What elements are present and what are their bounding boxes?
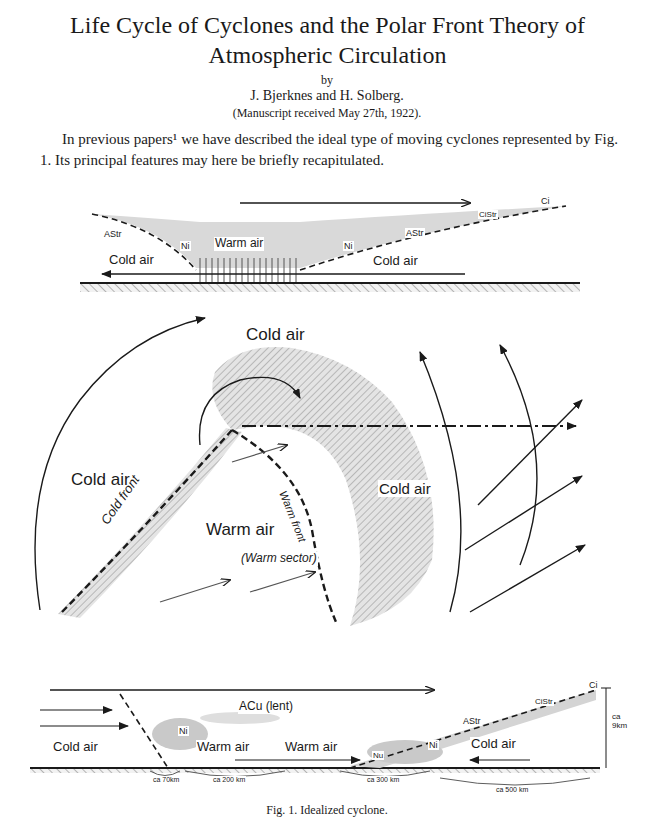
- illustration-stroke: [92, 206, 566, 268]
- illustration-stroke: [230, 258, 231, 282]
- figure-label: Warm air: [205, 520, 275, 540]
- figure-label: Ni: [343, 241, 354, 251]
- dimension-label: ca 200 km: [212, 776, 246, 784]
- illustration-stroke: [235, 759, 360, 760]
- illustration-stroke: [440, 778, 590, 785]
- illustration-stroke: [35, 318, 205, 610]
- figure-label: Ni: [180, 241, 191, 251]
- illustration-stroke: [606, 688, 607, 768]
- illustration-stroke: [30, 767, 600, 769]
- illustration-stroke: [242, 425, 576, 427]
- figure-label: AStr: [103, 229, 123, 239]
- figure-label: Cold air: [245, 325, 306, 345]
- illustration-stroke: [367, 740, 443, 764]
- figure-label: CiStr: [478, 210, 498, 219]
- illustration-stroke: [350, 690, 596, 768]
- illustration-stroke: [50, 689, 434, 690]
- figure-label: Warm air: [284, 740, 338, 755]
- illustration-stroke: [200, 377, 301, 445]
- illustration-stroke: [300, 206, 566, 270]
- dimension-label: ca 70km: [152, 776, 180, 784]
- illustration-stroke: [92, 214, 196, 270]
- illustration-stroke: [240, 202, 470, 203]
- figure-label: AStr: [462, 716, 482, 726]
- illustration-stroke: [272, 258, 273, 282]
- illustration-stroke: [200, 258, 201, 282]
- illustration-stroke: [224, 258, 225, 282]
- illustration-stroke: [150, 771, 590, 785]
- illustration-stroke: [260, 258, 261, 282]
- figure-label: Ni: [178, 726, 189, 736]
- illustration-stroke: [200, 258, 296, 282]
- illustration-stroke: [470, 545, 585, 612]
- dimension-label: ca 500 km: [495, 786, 529, 794]
- byline-text: by: [321, 74, 333, 88]
- figure-label: Ci: [588, 680, 599, 690]
- illustration-stroke: [30, 768, 600, 773]
- figure-label: ACu (lent): [238, 700, 294, 714]
- illustration-stroke: [284, 258, 285, 282]
- figure-label: Cold air: [378, 480, 432, 497]
- illustration-stroke: [150, 771, 180, 776]
- plan-view: [35, 318, 585, 626]
- illustration-stroke: [206, 258, 207, 282]
- illustration-stroke: [218, 258, 219, 282]
- figure-label: Cold air: [470, 737, 517, 752]
- figure-label: AStr: [405, 228, 425, 238]
- figure-label: Warm air: [214, 237, 264, 251]
- illustration-stroke: [248, 258, 249, 282]
- figure-label: Warm front: [276, 488, 309, 545]
- illustration-stroke: [278, 258, 279, 282]
- illustration-stroke: [212, 258, 213, 282]
- illustration-stroke: [80, 282, 580, 284]
- body-text: In previous papers¹ we have described th…: [40, 129, 618, 171]
- dimension-label: ca 9km: [611, 712, 635, 730]
- illustration-stroke: [250, 572, 315, 592]
- illustration-stroke: [236, 258, 237, 282]
- illustration-stroke: [470, 759, 530, 760]
- illustration-stroke: [160, 445, 315, 602]
- illustration-stroke: [465, 476, 582, 550]
- illustration-stroke: [40, 710, 530, 760]
- illustration-stroke: [601, 688, 611, 689]
- figure-caption: Fig. 1. Idealized cyclone.: [266, 804, 387, 818]
- illustration-stroke: [232, 445, 287, 462]
- illustration-stroke: [80, 283, 580, 292]
- page-title: Life Cycle of Cyclones and the Polar Fro…: [20, 10, 635, 70]
- illustration-stroke: [290, 258, 291, 282]
- illustration-stroke: [478, 400, 582, 505]
- figure-label: (Warm sector): [240, 552, 318, 566]
- illustration-stroke: [242, 258, 243, 282]
- illustration-stroke: [102, 273, 465, 274]
- figure-label: Cold air: [52, 740, 99, 755]
- illustration-stroke: [200, 712, 280, 724]
- figure-label: Warm air: [196, 740, 250, 755]
- illustration-stroke: [120, 694, 168, 768]
- illustration-stroke: [266, 258, 267, 282]
- illustration-stroke: [254, 258, 255, 282]
- dimension-label: ca 300 km: [366, 776, 400, 784]
- illustration-stroke: [160, 580, 230, 602]
- illustration-stroke: [212, 347, 433, 626]
- top-section: [80, 203, 580, 292]
- illustration-stroke: [350, 690, 596, 768]
- illustration-stroke: [500, 345, 537, 565]
- figure-label: Cold air: [372, 254, 419, 269]
- illustration-stroke: [296, 258, 297, 282]
- figure-label: Nu: [372, 751, 384, 760]
- bottom-section: [30, 688, 611, 785]
- illustration-stroke: [40, 709, 112, 710]
- byline-text: J. Bjerknes and H. Solberg.: [250, 88, 403, 104]
- byline-text: (Manuscript received May 27th, 1922).: [233, 107, 422, 121]
- figure-label: Ni: [428, 740, 439, 750]
- illustration-stroke: [35, 318, 585, 612]
- figure-label: Ci: [540, 196, 551, 206]
- figure-label: CiStr: [534, 697, 554, 706]
- illustration-stroke: [40, 725, 128, 726]
- figure-label: Cold air: [108, 253, 155, 268]
